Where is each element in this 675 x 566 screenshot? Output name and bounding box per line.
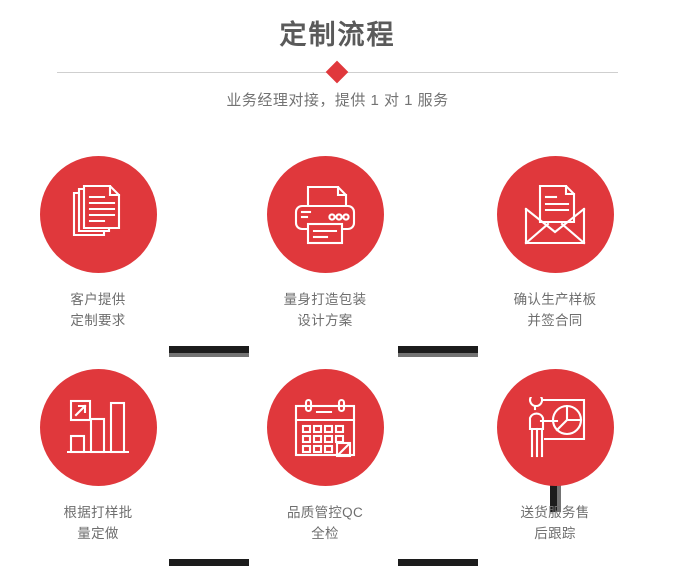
step-6-icon-circle[interactable] <box>496 369 614 486</box>
flow-step-2[interactable]: 量身打造包装 设计方案 <box>245 156 405 331</box>
title-divider <box>57 60 618 84</box>
connector-step5-step6 <box>398 559 478 566</box>
step-3-icon-circle[interactable] <box>496 156 614 273</box>
page-header: 定制流程 业务经理对接，提供 1 对 1 服务 <box>0 0 675 130</box>
page-subtitle: 业务经理对接，提供 1 对 1 服务 <box>226 92 449 109</box>
flow-step-6-label: 送货服务售 后跟踪 <box>520 505 590 541</box>
flow-step-4[interactable]: 根据打样批 量定做 <box>18 369 178 544</box>
step-5-icon-circle[interactable] <box>266 369 384 486</box>
flow-step-3[interactable]: 确认生产样板 并签合同 <box>475 156 635 331</box>
flow-step-3-label: 确认生产样板 并签合同 <box>513 292 597 328</box>
step-2-icon-circle[interactable] <box>266 156 384 273</box>
step-4-icon-circle[interactable] <box>39 369 157 486</box>
flow-step-5[interactable]: 品质管控QC 全检 <box>245 369 405 544</box>
step-1-icon-circle[interactable] <box>39 156 157 273</box>
diamond-icon <box>325 60 349 84</box>
flow-step-1-label: 客户提供 定制要求 <box>70 292 126 328</box>
flow-step-6[interactable]: 送货服务售 后跟踪 <box>475 369 635 544</box>
calendar-check-icon <box>293 398 357 458</box>
documents-stack-icon <box>66 183 130 247</box>
flow-step-2-label: 量身打造包装 设计方案 <box>283 292 367 328</box>
printer-icon <box>292 184 358 246</box>
flow-step-4-label: 根据打样批 量定做 <box>63 505 133 541</box>
flow-step-1[interactable]: 客户提供 定制要求 <box>18 156 178 331</box>
connector-step3-step6 <box>550 476 557 512</box>
bar-chart-growth-icon <box>67 397 129 459</box>
connector-step1-step2 <box>169 346 249 353</box>
connector-step2-step3 <box>398 346 478 353</box>
process-flow-diagram: 客户提供 定制要求 量身打造包装 设计方案 <box>0 140 675 566</box>
presentation-pie-chart-icon <box>523 396 587 459</box>
flow-step-5-label: 品质管控QC 全检 <box>286 505 364 541</box>
envelope-document-icon <box>522 184 588 246</box>
connector-step4-step5 <box>169 559 249 566</box>
page-title: 定制流程 <box>279 20 396 50</box>
